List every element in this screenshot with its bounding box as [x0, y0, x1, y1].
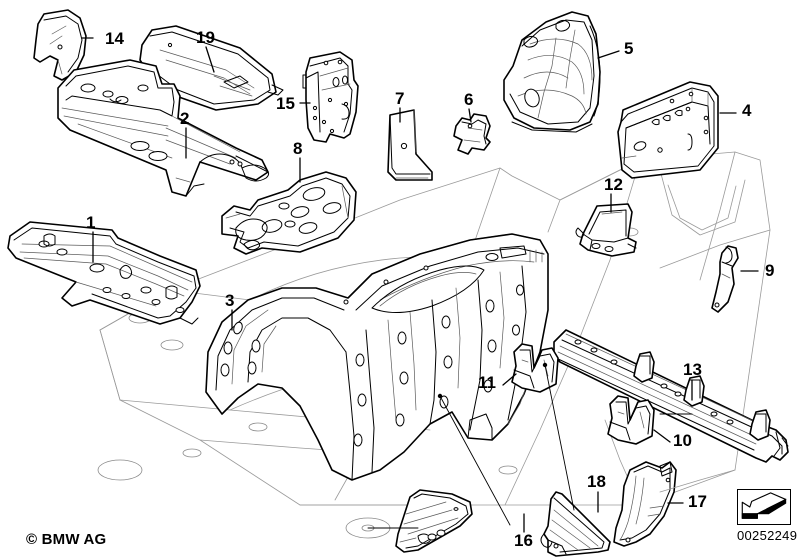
part-1-shape [7, 221, 201, 325]
orientation-indicator-box [737, 489, 791, 525]
part-8-shape [221, 171, 357, 255]
callout-12[interactable]: 12 [604, 175, 623, 194]
callout-15[interactable]: 15 [276, 94, 295, 113]
part-15-shape [302, 51, 359, 143]
part-10-shape [607, 395, 655, 445]
part-13-shape [553, 329, 789, 463]
callout-5[interactable]: 5 [624, 39, 634, 58]
diagram-number: 00252249 [737, 528, 798, 543]
callout-16[interactable]: 16 [514, 531, 533, 550]
callout-8[interactable]: 8 [293, 139, 303, 158]
part-9-shape [711, 245, 739, 313]
callout-1[interactable]: 1 [86, 213, 96, 232]
leader-lines [81, 37, 759, 533]
callout-2[interactable]: 2 [180, 109, 190, 128]
callout-14[interactable]: 14 [105, 29, 124, 48]
part-7-shape [387, 109, 433, 181]
callout-13[interactable]: 13 [683, 360, 702, 379]
ghost-floorpan-overlay [99, 199, 736, 493]
part-11-shape [511, 343, 559, 393]
callout-9[interactable]: 9 [765, 261, 775, 280]
callout-10[interactable]: 10 [673, 431, 692, 450]
callout-18[interactable]: 18 [587, 472, 606, 491]
copyright-notice: © BMW AG [26, 531, 107, 548]
part-17-shape [613, 461, 677, 547]
part-5-shape [503, 11, 601, 133]
callout-4[interactable]: 4 [742, 101, 752, 120]
callout-19[interactable]: 19 [196, 28, 215, 47]
part-2-shape [57, 59, 270, 197]
part-18-shape [540, 491, 611, 557]
part-16-shape [395, 489, 473, 553]
part-3-shape [205, 233, 549, 481]
callout-3[interactable]: 3 [225, 291, 235, 310]
callout-7[interactable]: 7 [395, 89, 405, 108]
callout-6[interactable]: 6 [464, 90, 474, 109]
arrow-direction-icon [741, 492, 787, 519]
part-6-shape [453, 113, 491, 155]
part-12-shape [575, 203, 637, 257]
part-14-shape [33, 9, 87, 81]
part-4-shape [617, 81, 719, 179]
callout-17[interactable]: 17 [688, 492, 707, 511]
callout-11[interactable]: 11 [478, 373, 496, 392]
